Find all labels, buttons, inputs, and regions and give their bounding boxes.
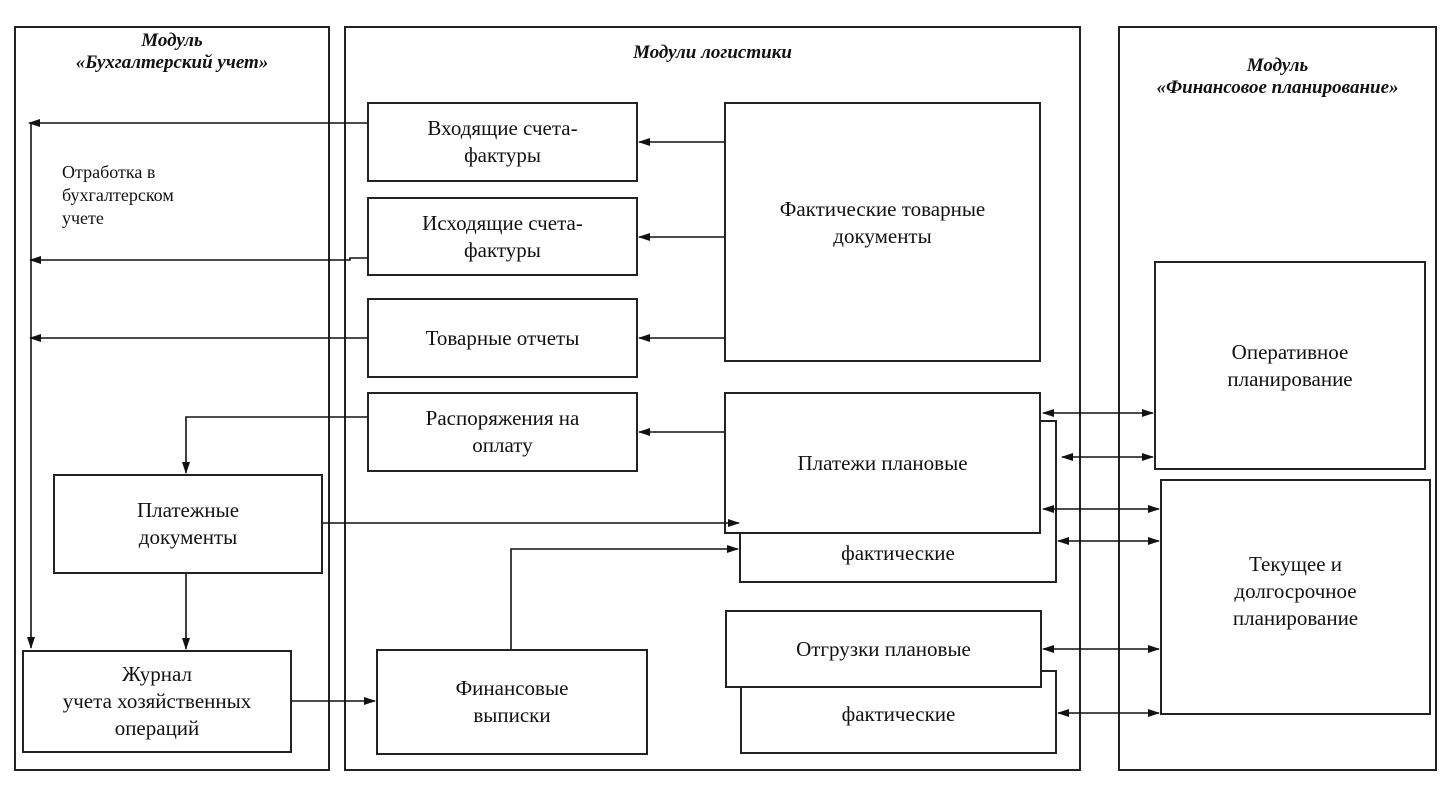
goods-reports-box: Товарные отчеты (367, 298, 638, 378)
payments-planned-box: Платежи плановые (724, 392, 1041, 534)
incoming-invoices-box: Входящие счета-фактуры (367, 102, 638, 182)
shipments-planned-box: Отгрузки плановые (725, 610, 1042, 688)
logistics-module-title: Модули логистики (633, 42, 792, 63)
accounting-processing-note: Отработка в бухгалтерском учете (62, 162, 174, 228)
accounting-module-panel (14, 26, 330, 771)
outgoing-invoices-box: Исходящие счета-фактуры (367, 197, 638, 276)
finance-module-title: Модуль «Финансовое планирование» (1156, 55, 1399, 98)
accounting-module-title: Модуль «Бухгалтерский учет» (75, 30, 269, 73)
